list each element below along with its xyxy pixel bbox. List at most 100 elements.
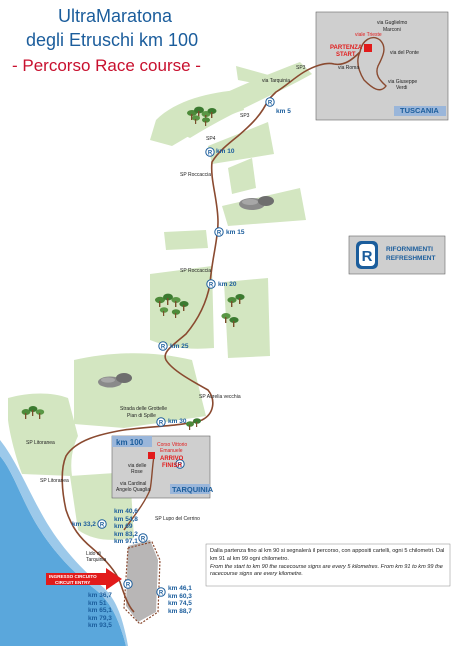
circuit-loop [123,541,161,625]
km-list-east-item: km 46,1 [168,585,192,592]
stone-group-1 [239,196,274,210]
sea [0,456,126,646]
km-marker-15: km 15 [226,229,245,236]
road-viale-trieste: viale Trieste [355,32,382,38]
km-list-north-item: km 69 [114,523,133,531]
circuit-entry-label-1: INGRESSO CIRCUITO [49,574,97,579]
refreshment-marker-25: R [158,341,168,351]
road-lido-1: Lido di [86,551,101,557]
finish-box-head: km 100 [116,438,144,447]
km-list-west: km 36,7 km 51 km 65,1 km 79,3 km 93,5 [88,592,112,630]
road-sp3-a: SP3 [296,65,306,71]
refreshment-marker-circuit-east: R [156,587,166,597]
tree-cluster-4 [21,406,45,419]
road-sp-roccaccia-1: SP Roccaccia [180,172,212,178]
km-list-west-item: km 65,1 [88,607,112,615]
green-land [8,62,312,540]
tree-cluster-2 [155,293,189,318]
circuit-entry-arrow [46,568,122,590]
refreshment-marker-10: R [205,147,215,157]
km-list-east-item: km 60,3 [168,592,192,600]
refreshment-marker-5: R [265,97,275,107]
road-sp-aurelia: SP Aurelia vecchia [199,394,241,400]
km-list-west-item: km 51 [88,599,107,607]
road-verdi: Verdi [396,85,408,91]
km-list-north-item: km 40,6 [114,508,138,515]
title-line-2: degli Etruschi km 100 [26,30,199,50]
tree-cluster-5 [186,418,201,430]
road-via-cardinal-2: Angelo Quaglia [116,487,151,493]
coast-band [0,440,128,646]
svg-text:R: R [100,523,105,529]
svg-text:R: R [208,151,213,157]
road-corso-ve-2: Emanuele [160,448,183,454]
km-marker-20: km 20 [218,281,237,288]
km-list-west-item: km 79,3 [88,614,112,622]
refreshment-marker-15: R [214,227,224,237]
refreshment-marker-circuit-west: R [123,579,133,589]
km-list-east: km 46,1 km 60,3 km 74,5 km 88,7 [168,585,192,615]
svg-text:R: R [141,537,146,543]
course-note: Dalla partenza fino al km 90 si segnaler… [210,548,446,579]
svg-text:R: R [161,345,166,351]
svg-text:R: R [268,101,273,107]
road-via-tarquinia: via Tarquinia [262,78,290,84]
refreshment-markers: R R R R R R R R R R R [97,97,275,597]
start-label-2: START [336,52,356,58]
km-list-east-item: km 88,7 [168,607,192,615]
road-via-rose-1: via delle [128,463,147,469]
course-note-en: From the start to km 90 the racecourse s… [210,563,443,578]
tuscania-inset-box [315,11,449,121]
stone-group-2 [98,373,132,388]
circuit-area [126,540,158,622]
refreshment-marker-30: R [156,417,166,427]
tree-cluster-3 [221,294,245,327]
km-list-north-item: km 54,8 [114,515,138,523]
km-list-north-item: km 83,2 [114,530,138,538]
km-list-west-item: km 93,5 [88,622,112,630]
km-marker-30: km 30 [168,418,187,425]
km-list-east-item: km 74,5 [168,600,192,608]
town-tuscania: TUSCANIA [400,106,439,115]
start-marker [364,44,372,52]
road-via-giuseppe: via Giuseppe [388,79,418,85]
road-corso-ve-1: Corso Vittorio [157,442,188,448]
road-sp-litoranea-2: SP Litoranea [40,478,69,484]
tree-icons [21,106,245,430]
road-sp-lupo: SP Lupo del Cerrino [155,516,200,522]
circuit-entry-label-2: CIRCUIT ENTRY [55,580,91,585]
tuscania-strip [394,106,446,116]
refreshment-marker-20: R [206,279,216,289]
road-via-guglielmo: via Guglielmo [377,20,408,26]
km-list-west-item: km 36,7 [88,592,112,599]
road-sp-roccaccia-2: SP Roccaccia [180,268,212,274]
note-box [205,543,451,587]
km-marker-33: km 33,2 [72,521,96,528]
km-list-north-item: km 97,1 [114,538,138,546]
course-note-it: Dalla partenza fino al km 90 si segnaler… [210,548,445,562]
refreshment-marker-circuit-north: R [138,533,148,543]
tarquinia-strip [170,484,210,494]
finish-marker [148,452,155,459]
finish-branch [123,455,155,531]
tree-cluster-1 [187,106,217,126]
legend-refreshment-icon: R [356,241,378,269]
refreshment-marker-33: R [97,519,107,529]
road-sp-litoranea-1: SP Litoranea [26,440,55,446]
km-marker-5: km 5 [276,108,291,115]
km-marker-25: km 25 [170,343,189,350]
svg-text:R: R [126,583,131,589]
svg-text:R: R [209,283,214,289]
refreshment-marker-finish: R [175,459,185,469]
svg-text:R: R [178,463,183,469]
road-via-roma: via Roma [338,65,360,71]
road-sp3-b: SP3 [240,113,250,119]
road-pian-spille: Pian di Spille [127,413,156,419]
svg-text:R: R [159,421,164,427]
svg-text:R: R [362,248,373,265]
road-via-cardinal-1: via Cardinal [120,481,147,487]
legend-label-1: RIFORNIMENTI [386,246,433,253]
route-line [61,51,361,613]
